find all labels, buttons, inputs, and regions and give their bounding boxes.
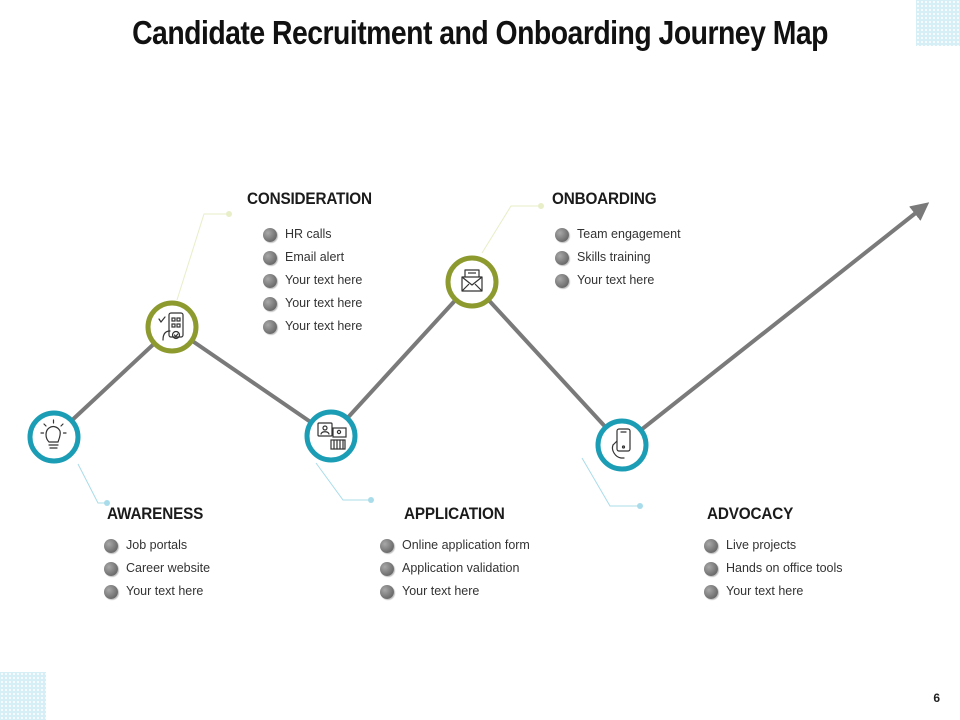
bullet-icon [555,228,569,242]
list-item: Team engagement [555,225,681,248]
stage-label-onboarding: ONBOARDING [552,189,657,208]
stage-label-advocacy: ADVOCACY [707,504,794,523]
list-item: Your text here [555,271,681,294]
list-application: Online application form Application vali… [380,536,530,605]
connector-awareness [77,463,110,506]
node-awareness [27,410,81,464]
list-item: Your text here [263,294,362,317]
list-item: Your text here [104,582,210,605]
interview-icon [317,422,347,450]
corner-pattern-bottom-left [0,672,46,720]
page-number: 6 [933,691,940,705]
list-item: Online application form [380,536,530,559]
phone-icon [611,428,631,459]
connector-advocacy [581,457,643,509]
journey-path [52,202,930,447]
list-item: Hands on office tools [704,559,843,582]
bullet-icon [555,274,569,288]
stage-label-consideration: CONSIDERATION [247,189,372,208]
page-title: Candidate Recruitment and Onboarding Jou… [132,14,828,51]
bullet-icon [704,539,718,553]
list-awareness: Job portals Career website Your text her… [104,536,210,605]
bullet-icon [380,585,394,599]
envelope-icon [461,269,483,292]
connector-consideration [176,211,232,301]
stage-label-awareness: AWARENESS [107,504,204,523]
list-item: Your text here [263,317,362,340]
bullet-icon [104,539,118,553]
bullet-icon [263,320,277,334]
lightbulb-icon [40,419,67,449]
stage-label-application: APPLICATION [404,504,505,523]
bullet-icon [104,585,118,599]
checklist-icon [158,312,184,341]
node-application [304,409,358,463]
bullet-icon [704,562,718,576]
node-advocacy [595,418,649,472]
list-onboarding: Team engagement Skills training Your tex… [555,225,681,294]
node-onboarding [445,255,499,309]
list-item: Skills training [555,248,681,271]
list-item: Live projects [704,536,843,559]
list-consideration: HR calls Email alert Your text here Your… [263,225,362,340]
bullet-icon [263,274,277,288]
list-item: Your text here [704,582,843,605]
list-item: HR calls [263,225,362,248]
corner-pattern-top-right [916,0,960,46]
bullet-icon [704,585,718,599]
bullet-icon [263,297,277,311]
list-item: Your text here [380,582,530,605]
node-consideration [145,300,199,354]
list-item: Career website [104,559,210,582]
bullet-icon [380,539,394,553]
list-advocacy: Live projects Hands on office tools Your… [704,536,843,605]
bullet-icon [263,228,277,242]
bullet-icon [104,562,118,576]
list-item: Application validation [380,559,530,582]
list-item: Email alert [263,248,362,271]
bullet-icon [263,251,277,265]
bullet-icon [380,562,394,576]
connector-onboarding [481,203,544,254]
bullet-icon [555,251,569,265]
list-item: Job portals [104,536,210,559]
connector-application [315,462,374,503]
list-item: Your text here [263,271,362,294]
